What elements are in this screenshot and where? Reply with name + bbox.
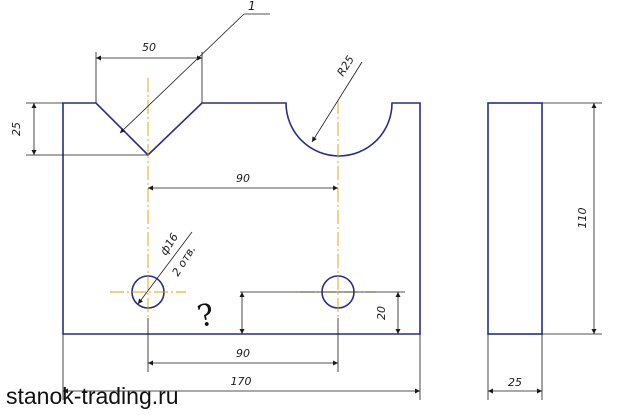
dim-hole-diameter: ф16 [158, 231, 181, 258]
dim-center-distance-bottom: 90 [236, 347, 250, 360]
dim-hole-height: 20 [375, 306, 388, 320]
callout-1: 1 [248, 0, 256, 13]
dimension-lines [26, 13, 602, 400]
side-view-outline [487, 102, 543, 335]
watermark: stanok-trading.ru [6, 383, 179, 409]
dim-side-thickness: 25 [508, 376, 522, 389]
dim-overall-width: 170 [231, 375, 252, 388]
dim-side-height: 110 [576, 208, 589, 229]
dim-vee-width: 50 [142, 41, 156, 54]
dim-center-distance-top: 90 [236, 172, 250, 185]
centerlines [110, 78, 376, 318]
question-mark: ? [194, 297, 217, 335]
dim-vee-depth: 25 [10, 122, 23, 136]
front-view-outline [62, 102, 421, 335]
